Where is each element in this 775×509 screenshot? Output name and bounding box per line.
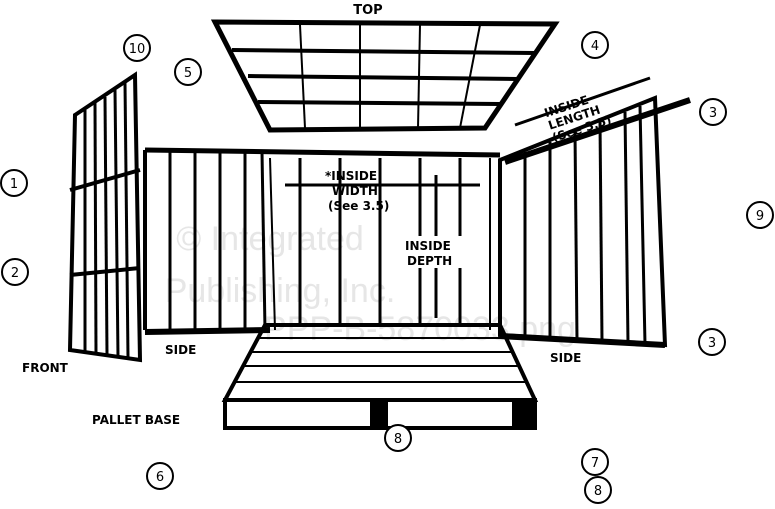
inside-depth-line-2: DEPTH	[407, 254, 452, 268]
callout-number: 10	[129, 42, 146, 57]
callout-number: 7	[591, 456, 599, 471]
inside-width-line-2: WIDTH	[332, 184, 378, 198]
callout-number: 6	[156, 470, 164, 485]
callout-number: 8	[594, 484, 602, 499]
front-label: FRONT	[22, 361, 69, 375]
right-side-wall	[498, 95, 691, 348]
callout-number: 5	[184, 66, 192, 81]
callout-number: 9	[756, 209, 764, 224]
inside-length-label: INSIDE LENGTH (See 3.5)	[542, 93, 613, 145]
callout-circle	[174, 58, 202, 86]
side-left-label: SIDE	[165, 343, 196, 357]
pallet-base-label: PALLET BASE	[92, 413, 180, 427]
pallet-base	[221, 323, 539, 430]
callout-circle	[698, 328, 726, 356]
callout-circle	[146, 462, 174, 490]
callout-circle	[581, 448, 609, 476]
callout-number: 2	[11, 266, 19, 281]
callout-number: 1	[10, 177, 18, 192]
callout-circle	[0, 169, 28, 197]
callout-circle	[699, 98, 727, 126]
callout-number: 8	[394, 432, 402, 447]
inside-depth-line-1: INSIDE	[405, 239, 451, 253]
inside-depth-label: INSIDE DEPTH	[402, 236, 462, 268]
callout-circle	[584, 476, 612, 504]
top-panel	[210, 19, 560, 133]
callout-circle	[1, 258, 29, 286]
front-panel	[67, 71, 143, 363]
top-label: TOP	[353, 3, 382, 18]
callout-number: 3	[709, 106, 717, 121]
watermark-line-2: Publishing, Inc.	[165, 272, 396, 310]
callouts: 10 5 4 3 1 9 2 3 7 8 8 6	[0, 31, 774, 504]
inside-width-line-1: *INSIDE	[325, 169, 377, 183]
side-right-label: SIDE	[550, 351, 581, 365]
callout-circle	[746, 201, 774, 229]
callout-number: 4	[591, 39, 599, 54]
inside-width-label: *INSIDE WIDTH (See 3.5)	[325, 169, 389, 213]
callout-circle	[581, 31, 609, 59]
watermark-line-1: © Integrated	[176, 220, 364, 258]
left-side-wall	[143, 150, 271, 335]
callout-circle	[123, 34, 151, 62]
inside-width-line-3: (See 3.5)	[328, 199, 389, 213]
callout-circle	[384, 424, 412, 452]
callout-number: 3	[708, 336, 716, 351]
